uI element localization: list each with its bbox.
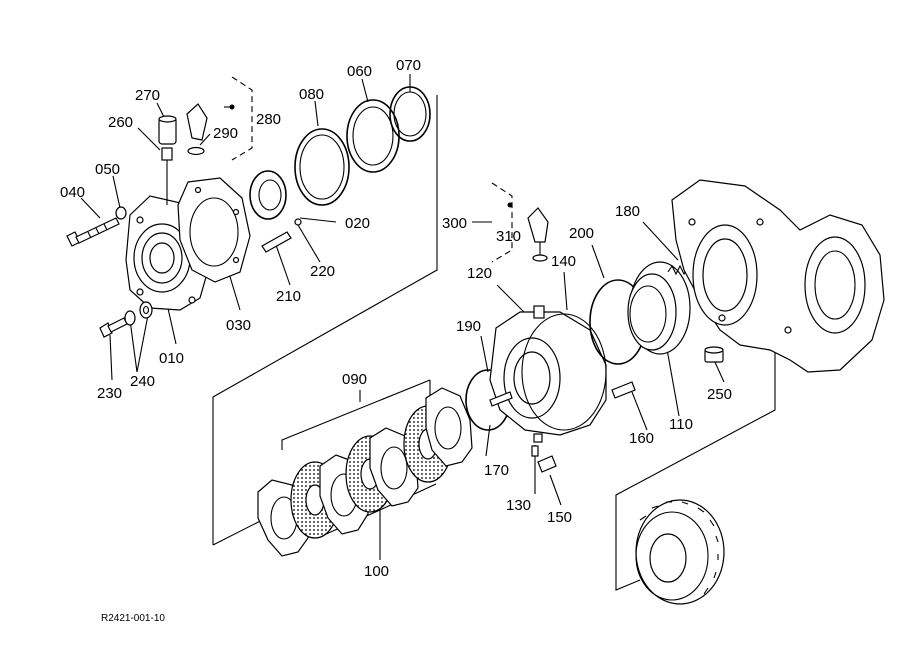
clutch-plate-stack (257, 387, 473, 557)
part-020-seal (249, 170, 287, 220)
part-300-fitting (507, 202, 549, 243)
label-010: 010 (159, 350, 184, 367)
label-050: 050 (95, 161, 120, 178)
label-270: 270 (135, 87, 160, 104)
label-300: 300 (442, 215, 467, 232)
part-280-fitting (186, 103, 235, 141)
part-120-piston-housing (489, 305, 607, 443)
label-120: 120 (467, 265, 492, 282)
part-050-washer (115, 206, 127, 220)
gear (635, 499, 725, 605)
part-310-o-ring (532, 254, 548, 262)
label-140: 140 (551, 253, 576, 270)
transmission-case (671, 179, 885, 373)
part-290-o-ring (187, 146, 205, 156)
part-150-bolt (537, 455, 557, 473)
label-020: 020 (345, 215, 370, 232)
part-labels: 040 050 060 070 080 260 270 280 290 020 … (60, 57, 732, 624)
label-190: 190 (456, 318, 481, 335)
label-170: 170 (484, 462, 509, 479)
part-210-pin (261, 231, 292, 253)
drawing-reference: R2421-001-10 (101, 613, 165, 624)
group-boundary-lines (212, 76, 776, 591)
part-080-ring (294, 128, 350, 206)
label-070: 070 (396, 57, 421, 74)
label-180: 180 (615, 203, 640, 220)
label-240: 240 (130, 373, 155, 390)
part-040-bolt (66, 217, 120, 247)
part-250-plug (704, 346, 724, 363)
part-260-fitting (161, 147, 173, 205)
label-100: 100 (364, 563, 389, 580)
label-290: 290 (213, 125, 238, 142)
label-220: 220 (310, 263, 335, 280)
label-030: 030 (226, 317, 251, 334)
part-270-sensor (158, 115, 177, 145)
label-250: 250 (707, 386, 732, 403)
label-210: 210 (276, 288, 301, 305)
label-280: 280 (256, 111, 281, 128)
label-080: 080 (299, 86, 324, 103)
label-230: 230 (97, 385, 122, 402)
label-310: 310 (496, 228, 521, 245)
part-240-washers (124, 301, 153, 326)
part-110-piston (627, 261, 691, 355)
label-200: 200 (569, 225, 594, 242)
part-220-ball (294, 218, 302, 226)
part-230-bolt (99, 317, 128, 338)
label-130: 130 (506, 497, 531, 514)
label-260: 260 (108, 114, 133, 131)
part-030-gasket (177, 177, 251, 283)
label-060: 060 (347, 63, 372, 80)
label-150: 150 (547, 509, 572, 526)
part-130-plug (531, 445, 539, 457)
label-110: 110 (669, 416, 693, 433)
part-070-ring (389, 86, 431, 142)
part-160-pin (611, 381, 636, 399)
label-160: 160 (629, 430, 654, 447)
label-090: 090 (342, 371, 367, 388)
part-060-ring (346, 99, 400, 173)
label-040: 040 (60, 184, 85, 201)
